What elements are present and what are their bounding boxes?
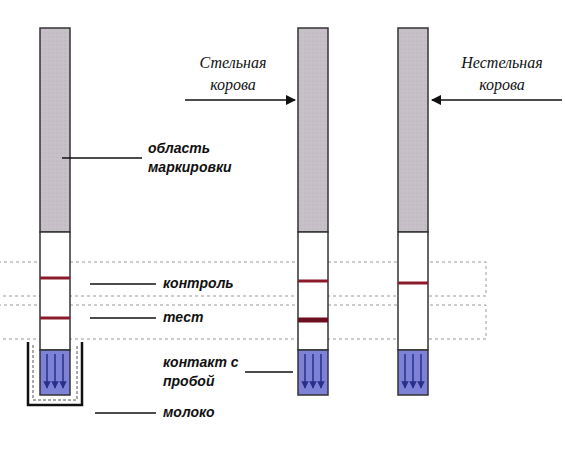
pointer-arrow (185, 99, 295, 101)
pregnant-strip (298, 28, 328, 395)
pointer-arrow (432, 99, 562, 101)
line-label: контроль (163, 274, 263, 293)
strip-caption: Стельная корова (178, 52, 288, 96)
strip-caption: Нестельная корова (443, 52, 561, 96)
region-label: контакт с пробой (163, 353, 243, 391)
line-label: тест (163, 308, 243, 327)
region-label: область маркировки (148, 139, 263, 177)
non-pregnant-strip (398, 28, 428, 395)
reference-strip (40, 28, 70, 395)
liquid-label: молоко (163, 403, 263, 422)
milk-cup (28, 342, 82, 405)
leader-lines (62, 158, 293, 413)
